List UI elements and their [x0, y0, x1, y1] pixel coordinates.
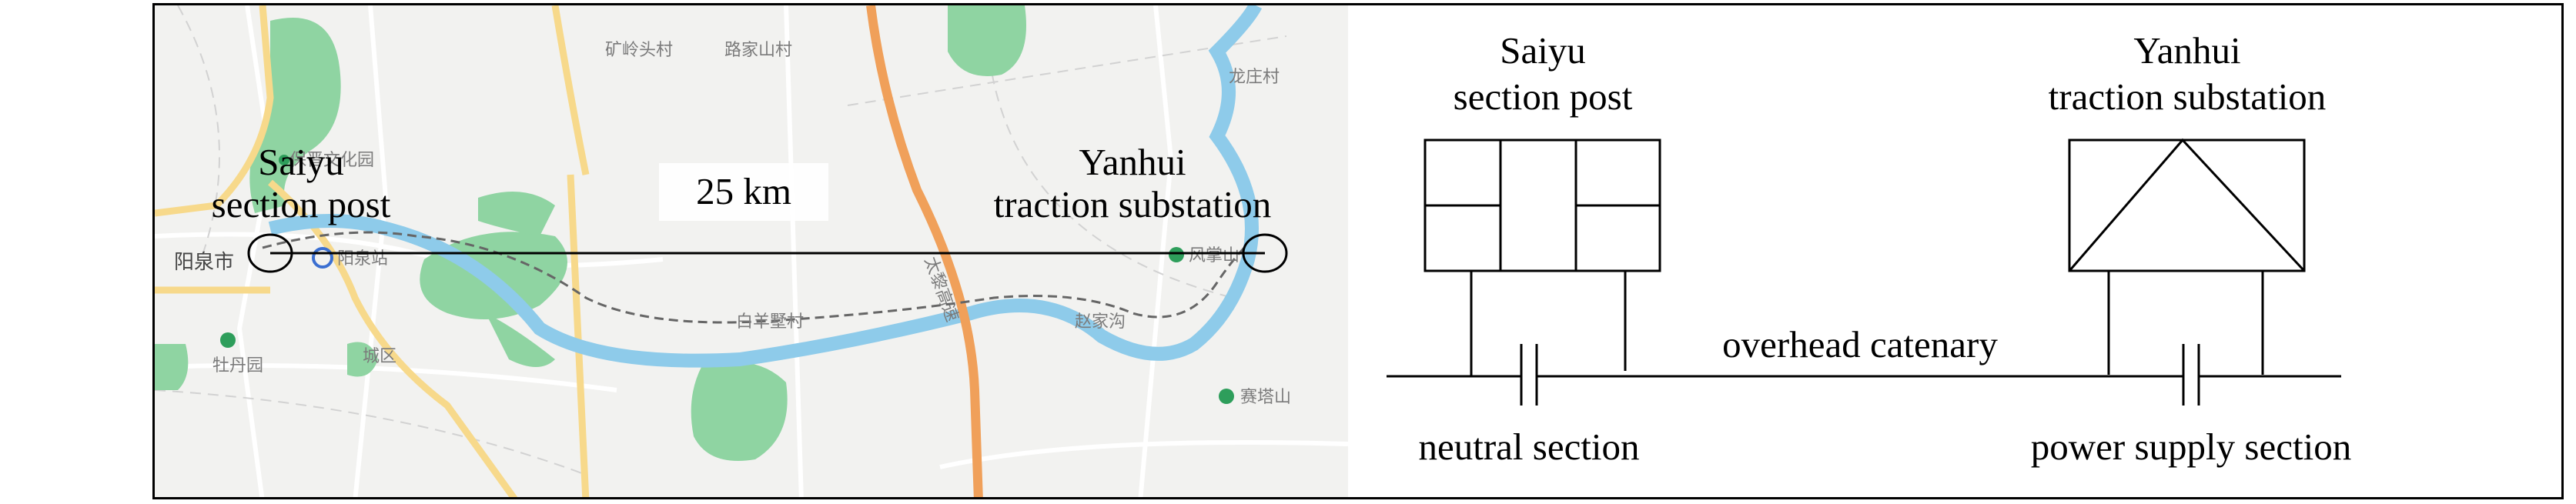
label-fengzhangshan: 风掌山: [1189, 246, 1239, 265]
label-zhaojiagou: 赵家沟: [1075, 312, 1126, 332]
mountain-marker-icon: [1169, 247, 1184, 262]
diagram-saiyu-name: Saiyu: [1500, 29, 1586, 72]
map-distance-label: 25 km: [696, 170, 791, 212]
label-yangquan: 阳泉市: [174, 251, 234, 274]
park-marker-icon: [220, 332, 236, 348]
distance-label-bg: [659, 163, 828, 221]
park-marker-icon: [279, 155, 289, 165]
diagram-yanhui-name: Yanhui: [2133, 29, 2240, 72]
neutral-section-label: neutral section: [1418, 426, 1639, 468]
station-marker-icon: [312, 247, 333, 269]
map-yanhui-name: Yanhui: [1079, 141, 1186, 183]
map-saiyu-type: section post: [212, 183, 391, 225]
minor-roads: [155, 5, 1348, 497]
diagram-yanhui-type: traction substation: [2049, 75, 2327, 118]
highway-road: [866, 5, 983, 497]
mountain-marker-icon: [1219, 389, 1234, 404]
major-roads: [155, 5, 590, 497]
label-lujiashan: 路家山村: [724, 41, 792, 60]
label-saitashan: 赛塔山: [1240, 388, 1291, 407]
label-chengqu: 城区: [363, 347, 396, 366]
label-kuangjian: 矿岭头村: [605, 41, 673, 60]
saiyu-location-marker: [247, 233, 293, 273]
yanhui-location-marker: [1242, 233, 1288, 273]
substation-block: [2068, 139, 2306, 272]
map-yanhui-type: traction substation: [994, 183, 1272, 225]
substation-transformer-symbol: [2068, 138, 2306, 272]
label-baojin: 保晋文化园: [289, 151, 374, 170]
diagram-saiyu-type: section post: [1454, 75, 1633, 118]
route-map: 太黎高速 保晋文化园 矿岭头村 路家山村 龙庄村 阳泉市 阳泉站 风掌山 白羊墅…: [155, 5, 1348, 497]
power-supply-section-label: power supply section: [2031, 426, 2351, 468]
label-longzhuang: 龙庄村: [1229, 68, 1280, 87]
label-mudanyuan: 牡丹园: [212, 356, 263, 375]
river: [268, 5, 1263, 368]
label-baiyangpo: 白羊墅村: [736, 312, 804, 332]
figure-frame: 太黎高速 保晋文化园 矿岭头村 路家山村 龙庄村 阳泉市 阳泉站 风掌山 白羊墅…: [152, 3, 2564, 499]
railway-line: [262, 231, 1250, 324]
map-saiyu-name: Saiyu: [258, 141, 344, 183]
catenary-label: overhead catenary: [1722, 323, 1998, 365]
power-supply-schematic: Saiyu section post Yanhui traction subst…: [1387, 29, 2351, 468]
